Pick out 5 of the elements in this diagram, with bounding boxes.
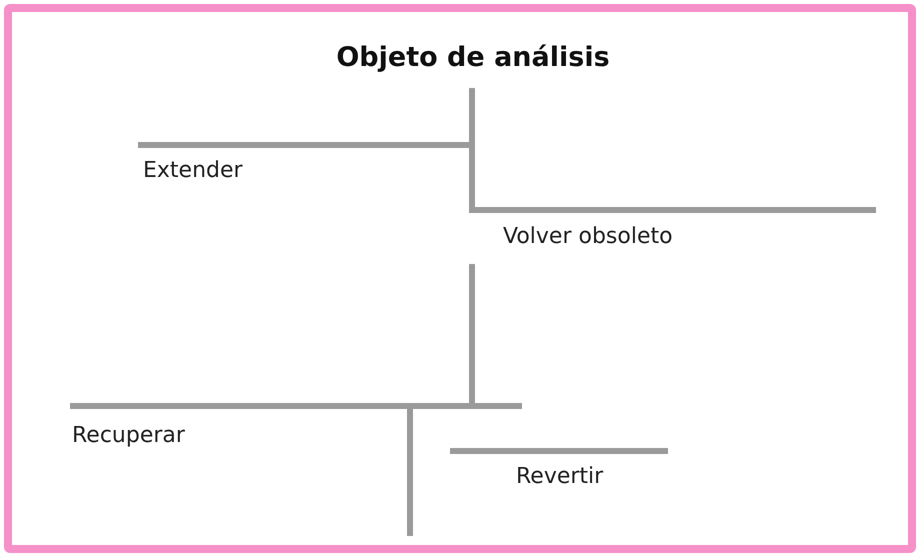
diagram-title: Objeto de análisis	[335, 42, 611, 73]
branch-label: Recuperar	[72, 423, 185, 448]
branch-label: Extender	[143, 158, 243, 183]
branch-label: Volver obsoleto	[503, 224, 673, 249]
branch-label: Revertir	[516, 464, 604, 489]
